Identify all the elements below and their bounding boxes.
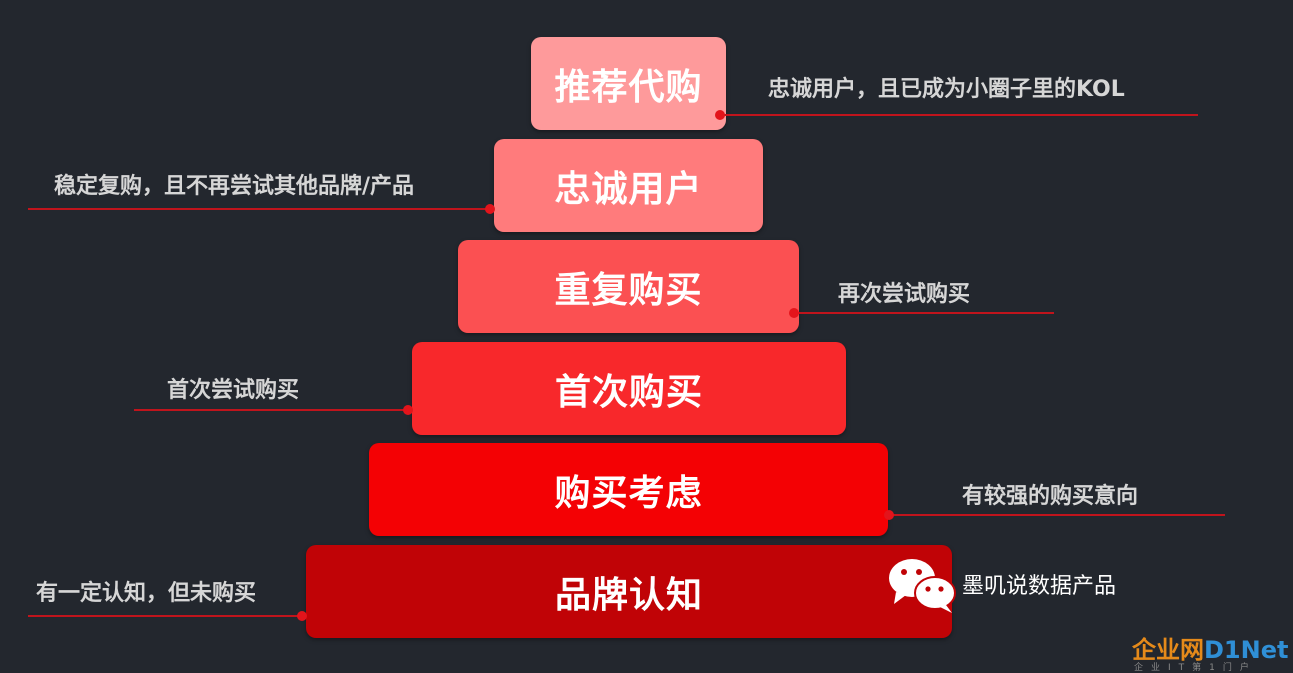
- annotation-brand-awareness: 有一定认知，但未购买: [36, 581, 257, 606]
- connector-line-brand-awareness: [28, 615, 302, 617]
- annotation-purchase-consideration: 有较强的购买意向: [962, 484, 1139, 509]
- d1net-logo: 企业网D1Net 企业IT第1门户: [1132, 630, 1293, 673]
- tier-recommend: 推荐代购: [531, 37, 726, 130]
- connector-dot-recommend: [715, 110, 725, 120]
- connector-dot-brand-awareness: [297, 611, 307, 621]
- wechat-icon: [889, 559, 956, 613]
- tier-brand-awareness: 品牌认知: [306, 545, 952, 638]
- connector-dot-purchase-consideration: [884, 510, 894, 520]
- logo-subtitle: 企业IT第1门户: [1134, 663, 1257, 673]
- annotation-recommend: 忠诚用户，且已成为小圈子里的KOL: [768, 77, 1125, 102]
- connector-dot-repeat-purchase: [789, 308, 799, 318]
- connector-line-recommend: [720, 114, 1198, 116]
- connector-line-first-purchase: [134, 409, 408, 411]
- logo-part1: 企业网: [1132, 636, 1204, 664]
- tier-first-purchase: 首次购买: [412, 342, 846, 435]
- annotation-loyal-user: 稳定复购，且不再尝试其他品牌/产品: [54, 174, 415, 199]
- annotation-first-purchase: 首次尝试购买: [167, 378, 300, 403]
- connector-line-loyal-user: [28, 208, 490, 210]
- connector-dot-loyal-user: [485, 204, 495, 214]
- tier-purchase-consideration: 购买考虑: [369, 443, 888, 536]
- watermark-text: 墨叽说数据产品: [962, 574, 1117, 599]
- logo-part2: D1Net: [1204, 636, 1289, 664]
- connector-line-purchase-consideration: [889, 514, 1225, 516]
- connector-line-repeat-purchase: [794, 312, 1054, 314]
- annotation-repeat-purchase: 再次尝试购买: [838, 282, 971, 307]
- logo-main: 企业网D1Net: [1132, 630, 1288, 665]
- connector-dot-first-purchase: [403, 405, 413, 415]
- tier-loyal-user: 忠诚用户: [494, 139, 763, 232]
- tier-repeat-purchase: 重复购买: [458, 240, 799, 333]
